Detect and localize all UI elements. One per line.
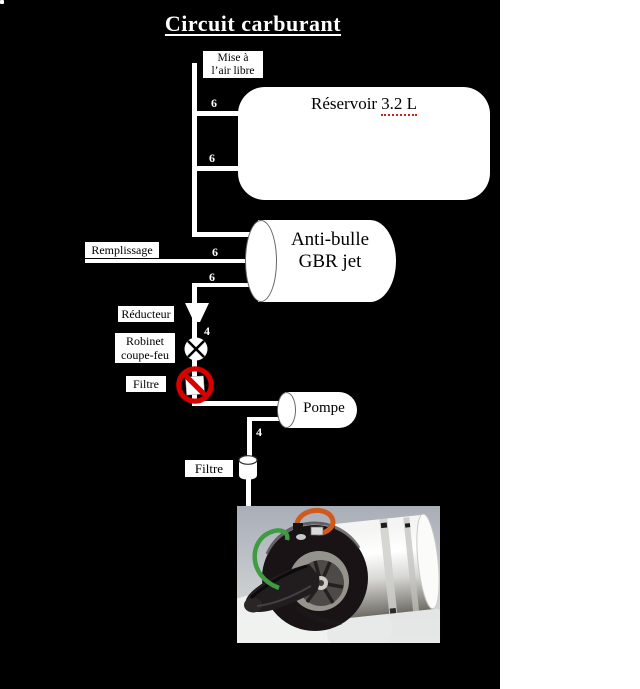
vent-label: Mise à l’air libre — [203, 51, 263, 78]
fire-valve-label: Robinet coupe-feu — [115, 333, 175, 363]
diagram-slide: Circuit carburant 6 6 6 6 4 4 Mise à l’a… — [0, 0, 500, 689]
diameter-label-6-outlet: 6 — [209, 270, 215, 284]
filter-prohibition-icon — [176, 366, 214, 404]
pump-inlet-pipe — [192, 401, 284, 406]
filter-lower-label: Filtre — [185, 460, 233, 477]
reservoir-name: Réservoir — [311, 94, 378, 113]
vent-vertical-pipe — [192, 63, 197, 237]
pump-text: Pompe — [303, 400, 345, 416]
pump-outlet-vertical-pipe — [247, 417, 252, 459]
reducer-label: Réducteur — [118, 306, 174, 322]
antibubble-outlet-pipe — [192, 283, 254, 287]
engine-feed-pipe — [246, 478, 251, 508]
antibubble-cylinder-cap — [245, 220, 277, 302]
engine-nozzle-cone — [244, 564, 342, 625]
vent-label-line2: l’air libre — [211, 64, 255, 77]
diameter-label-6-reservoir-bottom: 6 — [209, 151, 215, 165]
filling-pipe — [85, 259, 253, 263]
antibubble-line2: GBR jet — [298, 251, 362, 272]
pump-outlet-horizontal-pipe — [247, 417, 287, 421]
reducer-funnel-icon — [185, 303, 209, 322]
filter-can-icon — [238, 455, 258, 480]
antibubble-text: Anti-bulle GBR jet — [272, 229, 388, 273]
antibubble-inlet-pipe — [192, 232, 254, 237]
orange-wire — [294, 507, 336, 536]
reservoir-top-pipe — [192, 111, 240, 116]
fire-valve-icon — [184, 337, 208, 361]
fire-valve-label-line1: Robinet — [126, 334, 164, 348]
page-title: Circuit carburant — [164, 11, 342, 36]
diameter-label-4-pump: 4 — [256, 425, 262, 439]
corner-artifact — [0, 0, 4, 4]
diameter-label-6-filling: 6 — [212, 245, 218, 259]
diameter-label-4-reducer: 4 — [204, 324, 210, 338]
antibubble-cylinder-body — [258, 220, 396, 302]
pump-cylinder-body — [285, 392, 357, 428]
reservoir-bottom-pipe — [192, 166, 240, 171]
diameter-label-6-reservoir-top: 6 — [211, 96, 217, 110]
antibubble-line1: Anti-bulle — [290, 229, 370, 250]
fire-valve-label-line2: coupe-feu — [121, 348, 169, 362]
reservoir-capacity: 3.2 L — [381, 94, 417, 116]
engine-wires — [252, 507, 336, 591]
green-wire — [252, 528, 290, 591]
jet-engine-photo — [237, 506, 440, 643]
vent-label-line1: Mise à — [217, 52, 249, 64]
filter-upper-label: Filtre — [126, 376, 166, 392]
pump-cylinder-cap — [277, 392, 296, 428]
filling-label: Remplissage — [85, 242, 159, 258]
